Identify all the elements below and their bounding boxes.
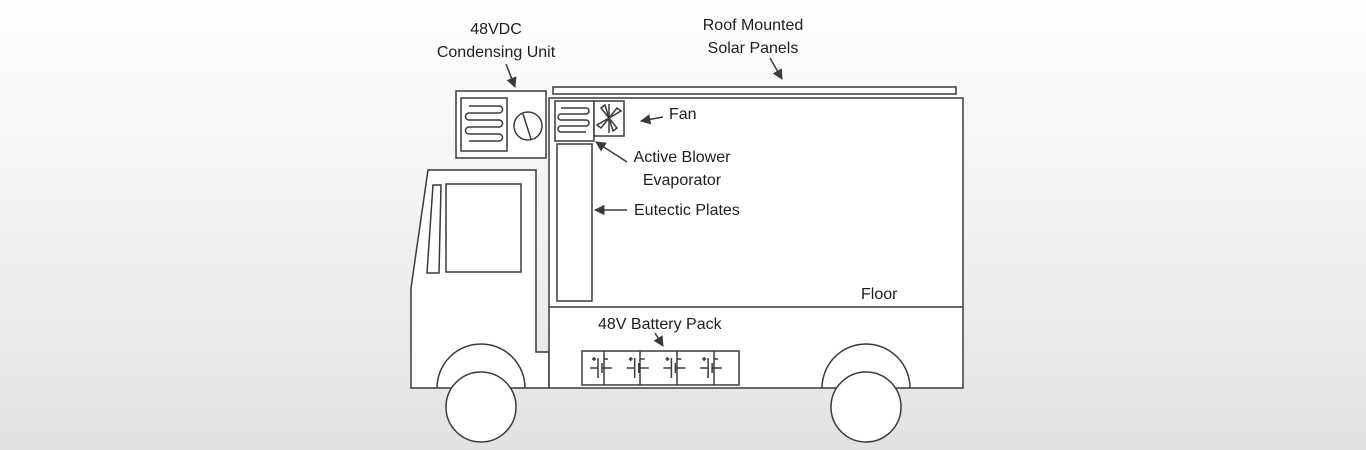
truck-cab [410, 169, 550, 389]
battery-cell-icon [663, 357, 686, 378]
label-evaporator-line-2: Evaporator [642, 172, 722, 189]
rear-wheel [830, 371, 902, 443]
battery-cell-icon [590, 357, 612, 378]
label-evaporator: Active Blower Evaporator [622, 146, 742, 192]
eutectic-plates [556, 143, 593, 302]
rear-wheel-arch [821, 343, 911, 389]
label-floor: Floor [861, 286, 898, 303]
cab-front-window [426, 184, 442, 274]
condenser-coil-icon [464, 105, 504, 142]
cab-side-window [445, 183, 522, 273]
label-eutectic-plates: Eutectic Plates [634, 202, 740, 219]
front-wheel-arch [436, 343, 526, 389]
battery-cell-icon [626, 357, 649, 378]
arrow-solar [769, 57, 783, 80]
battery-cells [590, 357, 723, 378]
arrow-fan [639, 114, 664, 125]
arrow-condensing [505, 63, 517, 88]
label-solar-line-1: Roof Mounted [702, 17, 804, 34]
label-solar-panels: Roof Mounted Solar Panels [683, 14, 823, 60]
compressor-icon [513, 111, 543, 141]
label-condensing-line-2: Condensing Unit [436, 44, 556, 61]
arrow-evaporator [595, 141, 628, 163]
label-battery-pack: 48V Battery Pack [598, 316, 722, 333]
front-wheel [445, 371, 517, 443]
label-solar-line-2: Solar Panels [707, 40, 799, 57]
cargo-box [548, 97, 964, 389]
evaporator-unit [554, 100, 625, 142]
label-condensing-unit: 48VDC Condensing Unit [426, 18, 566, 64]
label-fan: Fan [669, 106, 697, 123]
condensing-unit [455, 90, 547, 159]
arrow-battery [653, 332, 664, 347]
solar-panel [552, 86, 957, 95]
label-condensing-line-1: 48VDC [470, 21, 522, 38]
label-evaporator-line-1: Active Blower [633, 149, 731, 166]
battery-pack [581, 350, 740, 386]
fan-icon [595, 103, 623, 133]
battery-cell-icon [700, 357, 723, 378]
evaporator-coil-icon [557, 107, 590, 133]
